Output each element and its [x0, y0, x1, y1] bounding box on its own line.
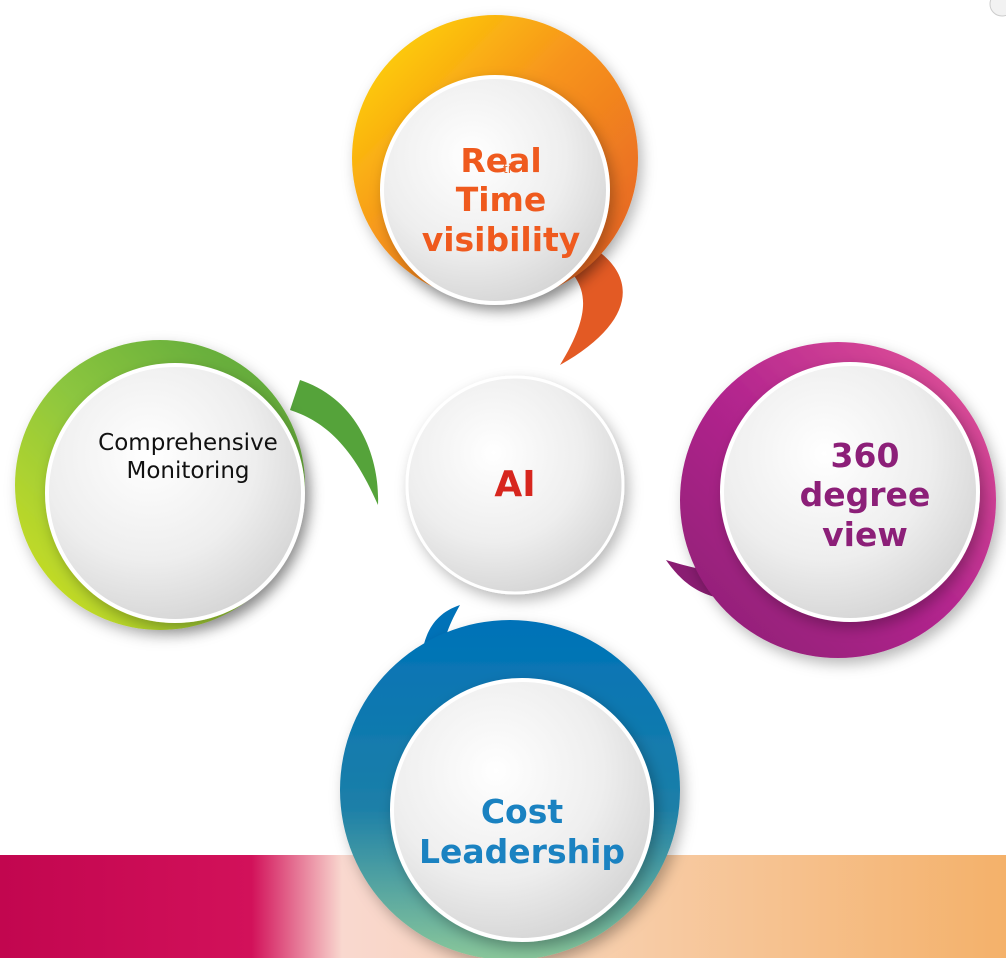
- node-comprehensive-monitoring: [15, 340, 379, 630]
- node-label-top-line-2: Time: [455, 180, 547, 220]
- node-label-top-line-1: Real: [460, 140, 542, 180]
- node-label-top: Real Time visibility: [393, 128, 609, 272]
- node-label-left-line-1: Comprehensive: [98, 430, 278, 457]
- node-label-bottom: Cost Leadership: [404, 782, 640, 882]
- disc-bottom: [390, 678, 654, 942]
- center-disc: [405, 375, 625, 595]
- node-label-right-line-1: 360: [830, 435, 900, 475]
- center-label-text: AI: [494, 464, 536, 506]
- swirl-tail-left: [290, 380, 379, 505]
- node-cost-leadership: [340, 605, 680, 958]
- node-label-left-line-2: Monitoring: [126, 458, 250, 484]
- disc-right: [720, 362, 980, 622]
- center-label: AI: [440, 450, 590, 520]
- node-label-left: Comprehensive Monitoring: [70, 418, 306, 498]
- node-label-right: 360 degree view: [760, 420, 970, 570]
- node-label-bottom-line-1: Cost: [480, 792, 564, 832]
- node-label-bottom-line-2: Leadership: [418, 832, 626, 871]
- node-label-right-line-2: degree: [799, 475, 931, 515]
- corner-mark: [989, 0, 1006, 17]
- disc-top: [380, 75, 610, 305]
- stray-mark: ti: [503, 162, 512, 176]
- node-realtime-visibility: [352, 15, 638, 365]
- node-360-degree-view: [666, 342, 996, 658]
- node-label-right-line-3: view: [822, 514, 908, 554]
- disc-left: [45, 363, 305, 623]
- node-label-top-line-3: visibility: [421, 219, 581, 259]
